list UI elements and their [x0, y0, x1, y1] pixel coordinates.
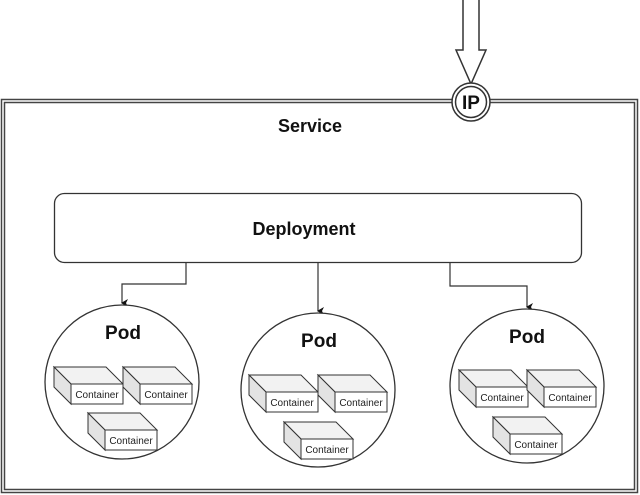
container-front-face [104, 429, 158, 451]
container-label: Container [144, 390, 188, 401]
container: Container [121, 365, 194, 406]
service-box: Service [0, 98, 639, 494]
container: Container [316, 373, 389, 414]
connector-to-pod-1 [121, 263, 187, 307]
pod-circle [44, 304, 200, 460]
deployment-rect [53, 192, 583, 264]
connector-to-pod-3 [449, 263, 533, 311]
container-front-face [139, 383, 193, 405]
deployment-label: Deployment [252, 219, 355, 239]
container-front-face [509, 433, 563, 455]
container: Container [525, 368, 598, 409]
ip-circle-inner [454, 85, 488, 119]
service-label: Service [278, 116, 342, 136]
container: Container [86, 411, 159, 452]
container-label: Container [548, 393, 592, 404]
deployment-pod-connectors [121, 263, 533, 315]
container: Container [247, 373, 320, 414]
container-label: Container [305, 445, 349, 456]
pod-label: Pod [301, 331, 337, 352]
container-front-face [300, 438, 354, 460]
service-border-inner [3, 101, 636, 491]
incoming-traffic-arrow [454, 0, 488, 86]
container: Container [491, 415, 564, 456]
ip-endpoint: IP [451, 82, 491, 122]
container-front-face [265, 391, 319, 413]
ip-label: IP [462, 93, 480, 114]
pod-label: Pod [509, 327, 545, 348]
container-front-face [543, 386, 597, 408]
incoming-arrow-shape [454, 0, 488, 86]
container-front-face [70, 383, 124, 405]
container-front-face [334, 391, 388, 413]
container-label: Container [339, 398, 383, 409]
container-label: Container [270, 398, 314, 409]
pod-label: Pod [105, 323, 141, 344]
container: Container [52, 365, 125, 406]
container-label: Container [75, 390, 119, 401]
container: Container [282, 420, 355, 461]
service-border-outer [0, 98, 639, 494]
container-label: Container [514, 440, 558, 451]
container-label: Container [480, 393, 524, 404]
container-label: Container [109, 436, 153, 447]
deployment-box: Deployment [53, 192, 583, 264]
container: Container [457, 368, 530, 409]
container-front-face [475, 386, 529, 408]
